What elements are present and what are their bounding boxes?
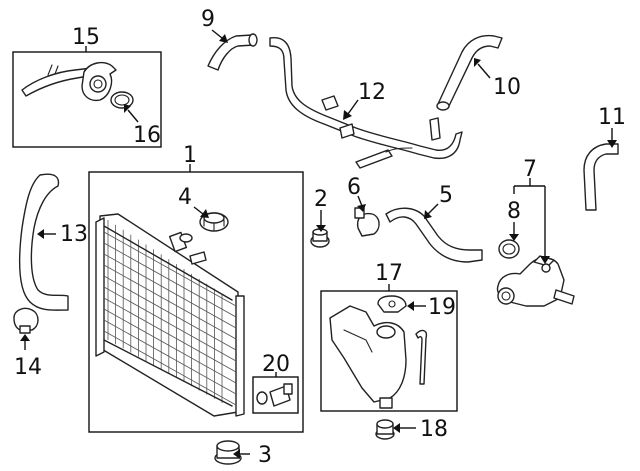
callout-3: 3 bbox=[258, 443, 272, 468]
gasket-part-8 bbox=[498, 239, 520, 259]
callout-20: 20 bbox=[262, 352, 290, 377]
radiator-cap-part-4 bbox=[199, 212, 229, 232]
reservoir-cap-part-19 bbox=[377, 295, 407, 313]
radiator-fin bbox=[103, 286, 237, 362]
callout-4: 4 bbox=[178, 185, 192, 210]
radiator-fin bbox=[103, 242, 237, 318]
radiator-fin bbox=[103, 330, 237, 406]
callout-7: 7 bbox=[523, 157, 537, 182]
thermostat-housing-part-7 bbox=[496, 255, 575, 307]
radiator-fin bbox=[103, 253, 237, 329]
callout-18: 18 bbox=[420, 417, 448, 442]
drain-valve-part-20 bbox=[256, 383, 293, 407]
water-outlet-pipe-part-15 bbox=[21, 61, 117, 102]
drain-plug-part-2 bbox=[310, 228, 330, 248]
callout-16: 16 bbox=[133, 123, 161, 148]
callout-labels: 1 2 3 4 5 6 7 8 9 10 11 12 13 14 15 16 1… bbox=[14, 7, 626, 468]
callout-6: 6 bbox=[347, 175, 361, 200]
callout-10: 10 bbox=[493, 75, 521, 100]
hose-part-5 bbox=[385, 207, 483, 263]
hose-part-9-end bbox=[248, 33, 258, 47]
callout-12: 12 bbox=[358, 80, 386, 105]
grommet-part-18 bbox=[375, 419, 395, 440]
reservoir-tank-part-17 bbox=[329, 305, 428, 409]
radiator-fin bbox=[103, 264, 237, 340]
callout-5: 5 bbox=[439, 183, 453, 208]
bypass-pipe-part-12 bbox=[269, 37, 463, 169]
clamp-part-14 bbox=[13, 307, 39, 334]
callout-8: 8 bbox=[507, 199, 521, 224]
radiator-fin bbox=[103, 319, 237, 395]
group-box-1-radiator bbox=[88, 171, 304, 433]
radiator-part-1 bbox=[95, 213, 245, 417]
callout-9: 9 bbox=[201, 7, 215, 32]
callout-15: 15 bbox=[72, 25, 100, 50]
callout-14: 14 bbox=[14, 355, 42, 380]
callout-13: 13 bbox=[60, 222, 88, 247]
radiator-fin bbox=[103, 297, 237, 373]
hose-part-13 bbox=[18, 173, 69, 311]
hose-part-10-end bbox=[436, 101, 450, 111]
radiator-fin bbox=[103, 275, 237, 351]
hose-clamp-part-6 bbox=[354, 207, 380, 237]
radiator-fins bbox=[103, 220, 237, 406]
callout-1: 1 bbox=[183, 143, 197, 168]
hose-part-10 bbox=[437, 34, 503, 109]
hose-part-9 bbox=[207, 34, 255, 71]
callout-17: 17 bbox=[375, 261, 403, 286]
radiator-fin bbox=[103, 231, 237, 307]
group-box-15 bbox=[12, 51, 162, 148]
callout-11: 11 bbox=[598, 105, 626, 130]
radiator-fin bbox=[103, 308, 237, 384]
hose-part-11 bbox=[583, 143, 619, 211]
leader-lines bbox=[20, 29, 617, 459]
callout-19: 19 bbox=[428, 295, 456, 320]
callout-2: 2 bbox=[314, 187, 328, 212]
gasket-part-16 bbox=[110, 91, 134, 109]
